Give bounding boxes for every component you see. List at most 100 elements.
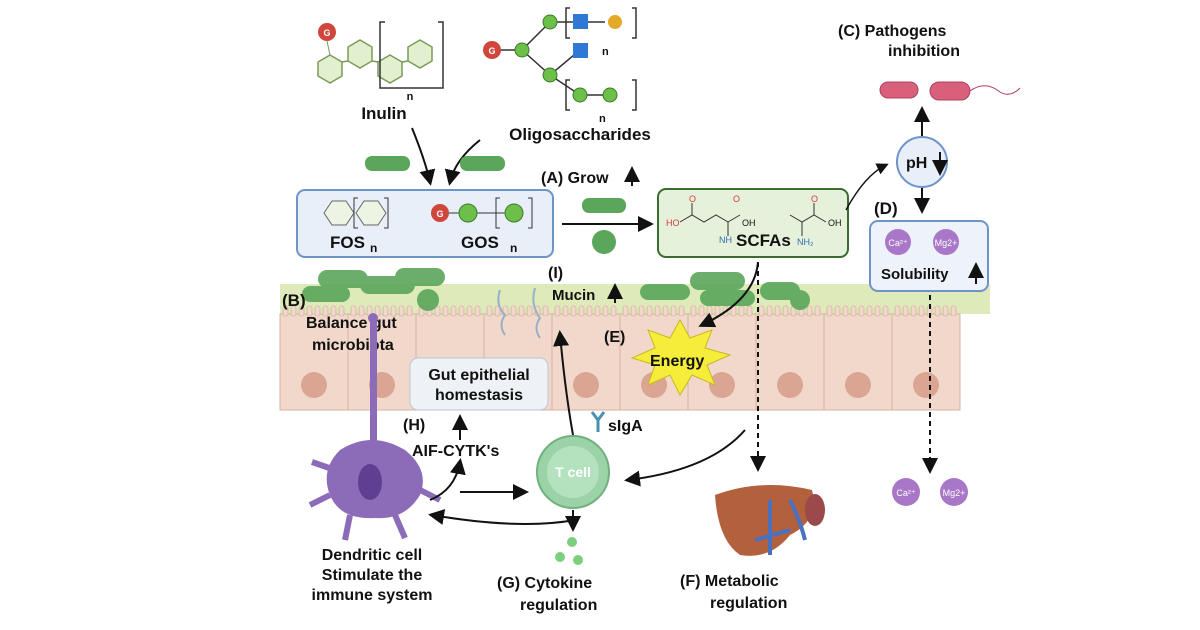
n-label: n [602, 46, 609, 58]
microvillus [850, 305, 857, 317]
balance-label: Balance gut [306, 315, 397, 332]
scfa-box [657, 188, 849, 258]
antibody-icon [590, 411, 606, 432]
microvillus [766, 305, 773, 317]
homeostasis-box [409, 357, 549, 411]
microvillus [678, 305, 685, 317]
n-label: n [599, 113, 606, 125]
microvillus [714, 305, 721, 317]
microvillus [698, 305, 705, 317]
microvillus [306, 305, 313, 317]
microvillus [622, 305, 629, 317]
microvillus [458, 305, 465, 317]
microvillus [738, 305, 745, 317]
grow-label: (A) Grow [541, 170, 609, 187]
mg-label: Mg2+ [943, 488, 966, 498]
microvillus [290, 305, 297, 317]
microvillus [758, 305, 765, 317]
ho-label: HO [666, 218, 680, 228]
inulin-label: Inulin [361, 104, 406, 123]
mucin-label: Mucin [552, 287, 595, 304]
microvillus [706, 305, 713, 317]
microvillus [282, 305, 289, 317]
microvillus [942, 305, 949, 317]
glucose-label: G [436, 209, 443, 219]
microvillus [690, 305, 697, 317]
metabolic-regulation-label: regulation [710, 595, 787, 612]
microvillus [806, 305, 813, 317]
microvillus [586, 305, 593, 317]
oh-label: OH [828, 218, 842, 228]
nh-label: NH [719, 235, 732, 245]
microvillus [602, 305, 609, 317]
microvillus [874, 305, 881, 317]
microvillus [298, 305, 305, 317]
energy-label: Energy [650, 353, 704, 370]
homeostasis-label: homestasis [435, 387, 523, 404]
pathogen-icon [879, 81, 919, 99]
dendritic-nucleus [358, 464, 382, 500]
ca-label: Ca²⁺ [888, 238, 908, 248]
fos-label: FOS [330, 233, 365, 252]
n-label: n [370, 241, 377, 255]
inhibition-label: inhibition [888, 43, 960, 60]
microvillus [382, 305, 389, 317]
stimulate-label: Stimulate the [322, 567, 423, 584]
microvillus [646, 305, 653, 317]
microvillus [562, 305, 569, 317]
microvillus [570, 305, 577, 317]
bacteria-icon [592, 230, 616, 254]
scfas-label: SCFAs [736, 231, 791, 250]
microvillus [630, 305, 637, 317]
gos-label: GOS [461, 233, 499, 252]
cell-nucleus [709, 372, 735, 398]
microvillus [390, 305, 397, 317]
inulin-n: n [407, 91, 414, 103]
cytokine-regulation-label: regulation [520, 597, 597, 614]
microvillus [350, 305, 357, 317]
kidney-icon [805, 494, 825, 526]
microvillus [314, 305, 321, 317]
magnesium-ion [940, 478, 968, 506]
microvillus [842, 305, 849, 317]
bacteria-icon [582, 198, 626, 213]
microvillus [542, 305, 549, 317]
t-cell-nucleus [547, 446, 599, 498]
gut-epithelial-label: Gut epithelial [428, 367, 529, 384]
cytokine-label: (G) Cytokine [497, 575, 592, 592]
microvillus [814, 305, 821, 317]
microvillus [858, 305, 865, 317]
glucose-label: G [323, 28, 330, 38]
bacteria-icon [460, 156, 505, 171]
microvillus [610, 305, 617, 317]
microvillus [494, 305, 501, 317]
n-label: n [510, 241, 517, 255]
cell-nucleus [913, 372, 939, 398]
microvillus [826, 305, 833, 317]
microvillus [466, 305, 473, 317]
microvillus [918, 305, 925, 317]
scfa-structure [679, 203, 827, 236]
microvillus [950, 305, 957, 317]
microvillus [638, 305, 645, 317]
energy-burst [630, 318, 732, 397]
siga-label: sIgA [608, 418, 643, 435]
blood-vessel-icon [754, 499, 807, 555]
cell-nucleus [301, 372, 327, 398]
microvillus [866, 305, 873, 317]
microvillus [910, 305, 917, 317]
microvillus [594, 305, 601, 317]
e-label: (E) [604, 329, 625, 346]
calcium-ion [892, 478, 920, 506]
microvillus [894, 305, 901, 317]
o-label: O [689, 194, 696, 204]
solubility-label: Solubility [881, 266, 949, 283]
bacteria-icon [365, 156, 410, 171]
glucose-label: G [488, 46, 495, 56]
glucose-icon [318, 23, 336, 41]
microvillus [746, 305, 753, 317]
cell-nucleus [573, 372, 599, 398]
microvillus [434, 305, 441, 317]
microvillus [578, 305, 585, 317]
microvillus [662, 305, 669, 317]
